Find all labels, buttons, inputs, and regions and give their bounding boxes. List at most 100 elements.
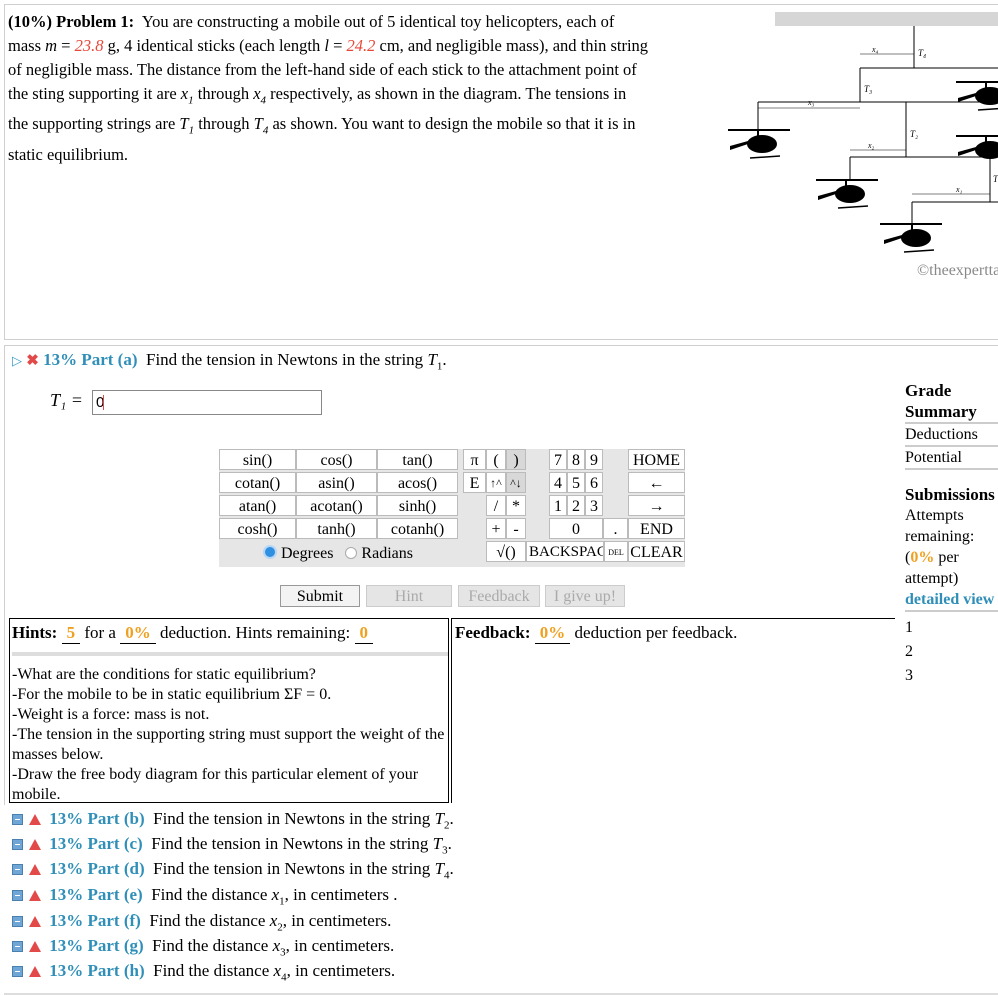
part-a-percent: 13% Part (a)	[43, 350, 138, 369]
hints-count: 5	[61, 623, 81, 644]
expand-icon[interactable]	[12, 864, 23, 875]
key-pi[interactable]: π	[463, 449, 486, 470]
label-x1: x₁	[955, 185, 963, 194]
expand-icon[interactable]	[12, 814, 23, 825]
answer-label: T₁ =	[50, 390, 83, 410]
part-f-percent: 13% Part (f)	[49, 911, 141, 930]
expand-icon[interactable]	[12, 890, 23, 901]
key-2[interactable]: 2	[567, 495, 585, 516]
key-cosh[interactable]: cosh()	[219, 518, 296, 539]
problem-statement: (10%) Problem 1: You are constructing a …	[8, 12, 649, 164]
key-6[interactable]: 6	[585, 472, 603, 493]
part-h-percent: 13% Part (h)	[49, 961, 145, 980]
key-power-down[interactable]: ^↓	[506, 472, 526, 493]
part-g-percent: 13% Part (g)	[49, 936, 144, 955]
part-d-row[interactable]: 13% Part (d) Find the tension in Newtons…	[12, 859, 454, 881]
submission-row: 3	[905, 667, 913, 684]
part-c-row[interactable]: 13% Part (c) Find the tension in Newtons…	[12, 834, 452, 856]
part-b-var: T	[434, 809, 445, 828]
key-3[interactable]: 3	[585, 495, 603, 516]
key-divide[interactable]: /	[486, 495, 506, 516]
expand-icon[interactable]	[12, 941, 23, 952]
expand-icon[interactable]	[12, 916, 23, 927]
key-minus[interactable]: -	[506, 518, 526, 539]
key-8[interactable]: 8	[567, 449, 585, 470]
detailed-view-link[interactable]: detailed view	[905, 589, 998, 612]
key-decimal[interactable]: .	[603, 518, 628, 539]
key-sin[interactable]: sin()	[219, 449, 296, 470]
expand-icon[interactable]	[12, 966, 23, 977]
answer-input[interactable]	[92, 390, 322, 415]
hints-deduction-text: deduction. Hints remaining:	[159, 623, 351, 642]
hint-button[interactable]: Hint	[366, 585, 452, 607]
image-credit: ©theexpertta.com	[917, 262, 998, 279]
key-multiply[interactable]: *	[506, 495, 526, 516]
key-right-arrow[interactable]: →	[628, 495, 685, 516]
key-5[interactable]: 5	[567, 472, 585, 493]
radians-radio[interactable]	[345, 547, 358, 559]
key-sinh[interactable]: sinh()	[377, 495, 458, 516]
degrees-radio[interactable]	[263, 545, 277, 559]
key-cos[interactable]: cos()	[296, 449, 377, 470]
warning-icon	[29, 966, 41, 977]
expand-icon[interactable]	[12, 839, 23, 850]
part-g-sub: 3	[280, 946, 286, 959]
key-power-up[interactable]: ↑^	[486, 472, 506, 493]
part-b-row[interactable]: 13% Part (b) Find the tension in Newtons…	[12, 809, 454, 831]
hint-item: -What are the conditions for static equi…	[12, 666, 316, 683]
hints-for-a: for a	[84, 623, 116, 642]
key-home[interactable]: HOME	[628, 449, 685, 470]
key-close-paren[interactable]: )	[506, 449, 526, 470]
mobile-diagram: T₄ x₄ T₃ x₃ T₂ x₂ T₁ x₁	[728, 12, 998, 253]
feedback-pct: 0%	[534, 623, 571, 644]
part-g-end: , in centimeters.	[285, 936, 395, 955]
hints-divider	[12, 652, 448, 656]
key-e[interactable]: E	[463, 472, 486, 493]
hint-item: -Draw the free body diagram for this par…	[12, 766, 419, 803]
key-acotan[interactable]: acotan()	[296, 495, 377, 516]
key-left-arrow[interactable]: ←	[628, 472, 685, 493]
key-0[interactable]: 0	[549, 518, 603, 539]
warning-icon	[29, 814, 41, 825]
part-b-question: Find the tension in Newtons in the strin…	[153, 809, 431, 828]
key-del[interactable]: DEL	[604, 541, 628, 562]
key-7[interactable]: 7	[549, 449, 567, 470]
feedback-button[interactable]: Feedback	[458, 585, 540, 607]
key-open-paren[interactable]: (	[486, 449, 506, 470]
key-cotanh[interactable]: cotanh()	[377, 518, 458, 539]
label-t3: T₃	[864, 84, 872, 94]
collapse-triangle-icon[interactable]: ▷	[12, 353, 22, 368]
part-e-row[interactable]: 13% Part (e) Find the distance x1, in ce…	[12, 885, 398, 907]
submit-button[interactable]: Submit	[280, 585, 360, 607]
part-h-row[interactable]: 13% Part (h) Find the distance x4, in ce…	[12, 961, 395, 983]
key-4[interactable]: 4	[549, 472, 567, 493]
feedback-label: Feedback:	[455, 623, 531, 642]
key-tan[interactable]: tan()	[377, 449, 458, 470]
part-f-row[interactable]: 13% Part (f) Find the distance x2, in ce…	[12, 911, 391, 933]
key-sqrt[interactable]: √()	[486, 541, 526, 562]
problem-line-4c: respectively, as shown in the diagram. T…	[270, 84, 627, 103]
length-value: 24.2	[346, 36, 376, 55]
part-g-row[interactable]: 13% Part (g) Find the distance x3, in ce…	[12, 936, 394, 958]
part-d-percent: 13% Part (d)	[49, 859, 145, 878]
key-tanh[interactable]: tanh()	[296, 518, 377, 539]
key-1[interactable]: 1	[549, 495, 567, 516]
problem-title: Problem 1:	[56, 12, 135, 31]
give-up-button[interactable]: I give up!	[545, 585, 625, 607]
part-e-end: , in centimeters .	[284, 885, 398, 904]
part-a-title[interactable]: ▷ ✖ 13% Part (a) Find the tension in New…	[12, 350, 447, 373]
key-clear[interactable]: CLEAR	[628, 541, 685, 562]
warning-icon	[29, 864, 41, 875]
key-9[interactable]: 9	[585, 449, 603, 470]
key-acos[interactable]: acos()	[377, 472, 458, 493]
key-end[interactable]: END	[628, 518, 685, 539]
key-atan[interactable]: atan()	[219, 495, 296, 516]
part-g-question: Find the distance	[152, 936, 269, 955]
key-backspace[interactable]: BACKSPACE	[526, 541, 604, 562]
problem-line-3: of negligible mass. The distance from th…	[8, 60, 637, 79]
hints-pct: 0%	[120, 623, 156, 644]
ceiling-bar	[775, 12, 998, 26]
key-plus[interactable]: +	[486, 518, 506, 539]
key-asin[interactable]: asin()	[296, 472, 377, 493]
key-cotan[interactable]: cotan()	[219, 472, 296, 493]
